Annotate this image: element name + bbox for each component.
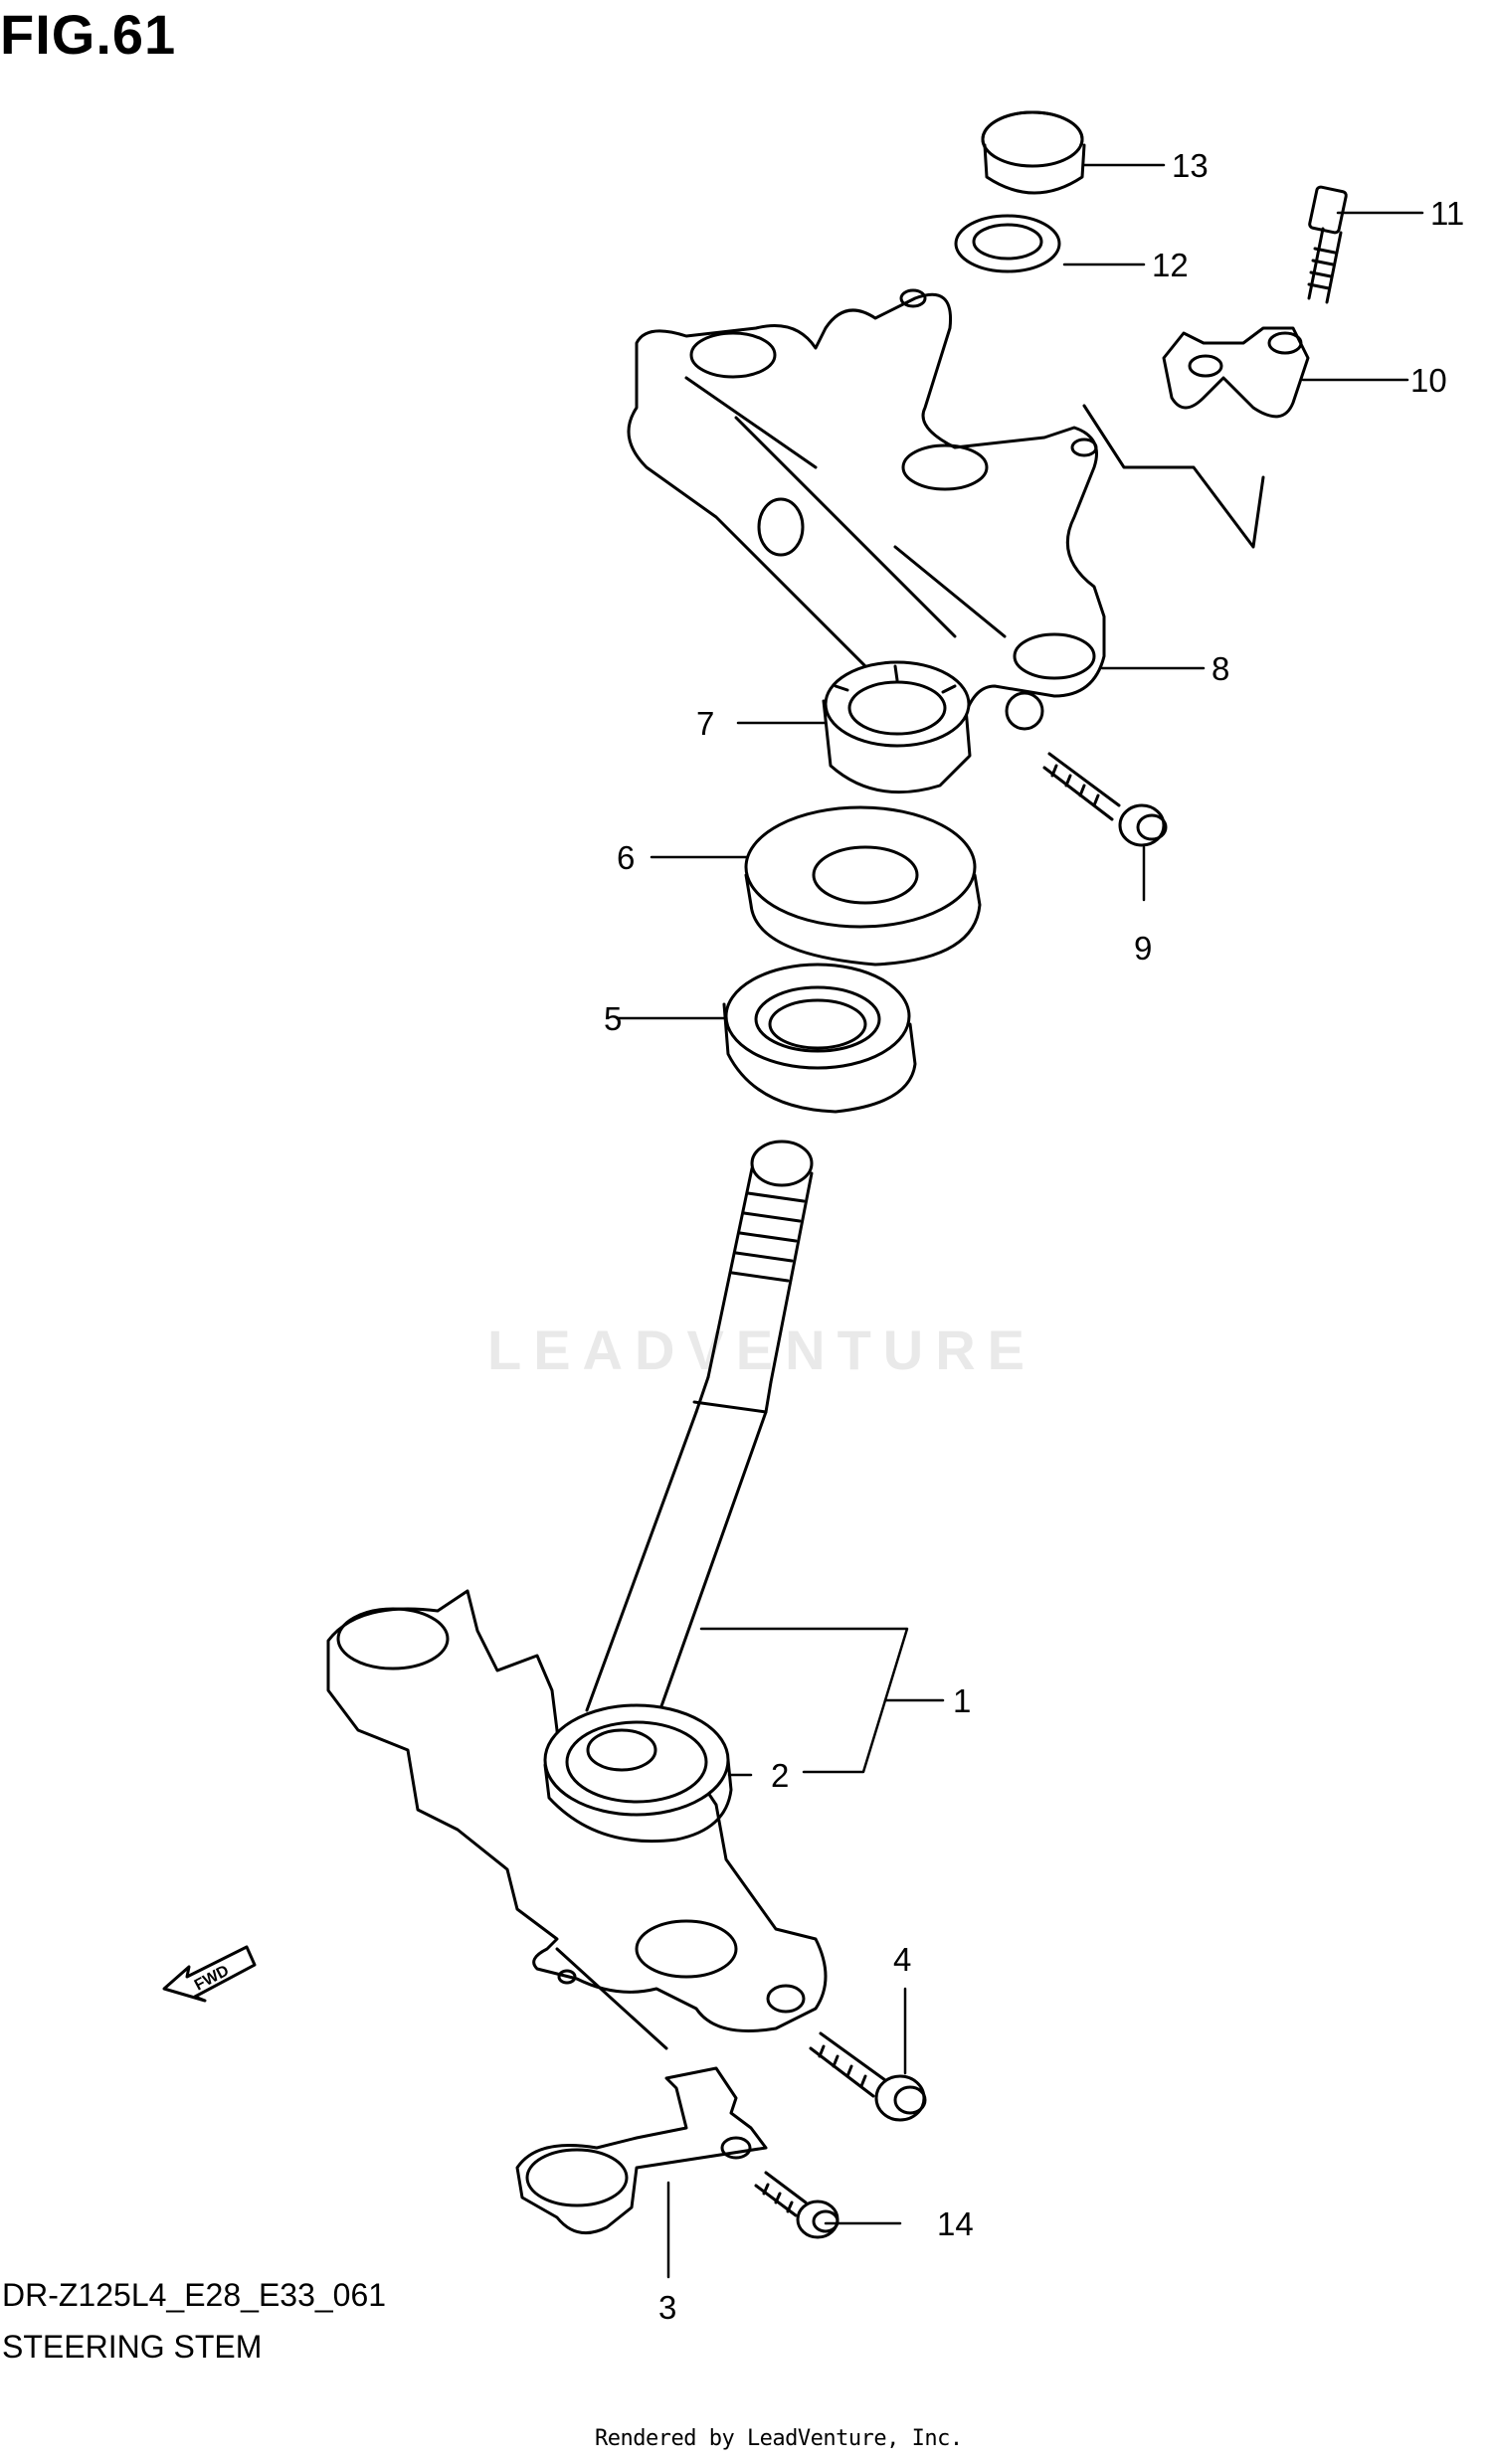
part-12-washer[interactable]: [954, 214, 1061, 273]
part-10-holder-cap[interactable]: [1082, 326, 1310, 549]
callout-3: 3: [658, 2289, 676, 2326]
callout-2: 2: [771, 1757, 789, 1794]
model-code: DR-Z125L4_E28_E33_061: [2, 2277, 387, 2313]
render-credit: Rendered by LeadVenture, Inc.: [595, 2426, 963, 2451]
callout-11: 11: [1430, 195, 1464, 232]
fwd-arrow-icon: FWD: [162, 1945, 257, 2003]
callout-10: 10: [1410, 362, 1447, 399]
part-9-bolt[interactable]: [1042, 752, 1168, 847]
callout-12: 12: [1152, 247, 1189, 283]
callout-1: 1: [953, 1682, 971, 1719]
part-6-dust-seal[interactable]: [744, 805, 982, 967]
callout-5: 5: [604, 1000, 622, 1037]
callout-labels: 13 12 11 10 8 7 9 6 5 1 2 4 14 3: [604, 147, 1464, 2326]
watermark: LEADVENTURE: [487, 1319, 1037, 1381]
part-13-cap[interactable]: [981, 110, 1086, 195]
callout-14: 14: [937, 2205, 974, 2242]
callout-6: 6: [617, 839, 635, 876]
callout-7: 7: [696, 705, 714, 742]
callout-9: 9: [1134, 930, 1152, 967]
part-11-bolt[interactable]: [1307, 185, 1348, 304]
part-3-hose-guide[interactable]: [515, 2066, 768, 2235]
figure-title: FIG.61: [0, 3, 177, 66]
part-1-steering-stem[interactable]: [326, 1140, 828, 2050]
part-2-bearing[interactable]: [543, 1703, 733, 1844]
part-4-bolt[interactable]: [809, 2031, 927, 2122]
callout-4: 4: [893, 1941, 911, 1978]
part-14-bolt[interactable]: [754, 2171, 839, 2239]
leader-lines: [615, 163, 1424, 2279]
callout-8: 8: [1212, 650, 1229, 687]
section-name: STEERING STEM: [2, 2329, 263, 2365]
part-5-bearing[interactable]: [722, 963, 917, 1114]
callout-13: 13: [1172, 147, 1209, 184]
part-7-nut[interactable]: [822, 660, 972, 794]
